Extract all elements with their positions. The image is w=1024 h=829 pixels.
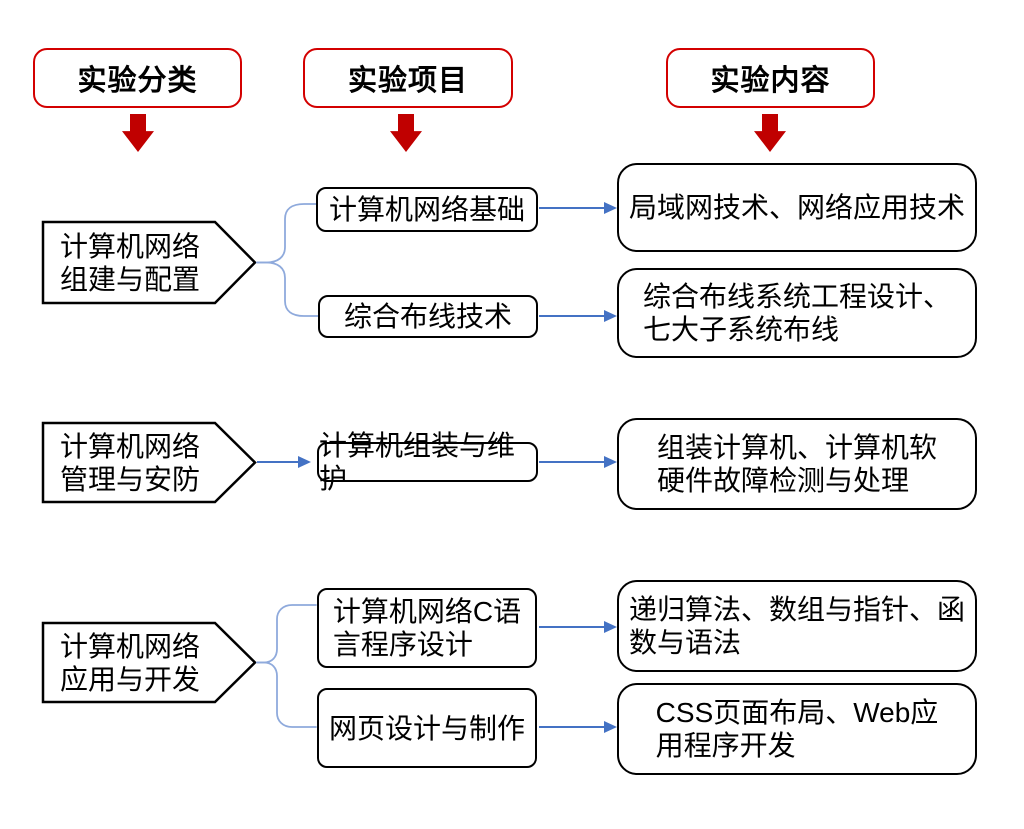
content-box-css-web: CSS页面布局、Web应 用程序开发 xyxy=(617,683,977,775)
project-box-web-design: 网页设计与制作 xyxy=(317,688,537,768)
category-label: 计算机网络 应用与开发 xyxy=(59,630,200,695)
content-box-lan-tech: 局域网技术、网络应用技术 xyxy=(617,163,977,252)
right-arrow-icon xyxy=(539,721,617,733)
project-box-label: 计算机网络C语 言程序设计 xyxy=(332,596,522,660)
category-pentagon-shape xyxy=(41,220,257,305)
right-arrow-icon xyxy=(539,621,617,633)
project-box-cabling: 综合布线技术 xyxy=(318,295,538,338)
content-box-text: 综合布线系统工程设计、 七大子系统布线 xyxy=(642,281,951,345)
project-box-c-programming: 计算机网络C语 言程序设计 xyxy=(317,588,537,668)
header-experiment-content: 实验内容 xyxy=(666,48,875,108)
project-box-label: 计算机组装与维护 xyxy=(319,430,516,494)
project-box-label: 网页设计与制作 xyxy=(328,712,525,744)
project-box-network-basics: 计算机网络基础 xyxy=(316,187,538,232)
content-box-text: 递归算法、数组与指针、函 数与语法 xyxy=(628,594,965,658)
category-pentagon-shape xyxy=(41,621,257,704)
category-pentagon-row2: 计算机网络 管理与安防 xyxy=(43,423,255,502)
header-experiment-project: 实验项目 xyxy=(303,48,513,108)
header-label: 实验内容 xyxy=(710,65,831,97)
content-box-cabling-systems: 综合布线系统工程设计、 七大子系统布线 xyxy=(617,268,977,358)
category-pentagon-row1: 计算机网络 组建与配置 xyxy=(43,222,255,303)
header-label: 实验分类 xyxy=(77,65,198,97)
content-box-assembly-troubleshooting: 组装计算机、计算机软 硬件故障检测与处理 xyxy=(617,418,977,510)
right-arrow-icon xyxy=(539,202,617,214)
brace-connector-icon xyxy=(256,604,317,728)
category-pentagon-row3: 计算机网络 应用与开发 xyxy=(43,623,255,702)
content-box-text: 局域网技术、网络应用技术 xyxy=(628,192,965,223)
category-label: 计算机网络 管理与安防 xyxy=(59,430,200,495)
header-label: 实验项目 xyxy=(347,65,468,97)
content-box-algorithms: 递归算法、数组与指针、函 数与语法 xyxy=(617,580,977,672)
project-box-label: 综合布线技术 xyxy=(343,301,512,332)
project-box-assembly-maintenance: 计算机组装与维护 xyxy=(317,430,538,494)
project-box-label: 计算机网络基础 xyxy=(328,194,525,225)
category-pentagon-shape xyxy=(41,421,257,504)
content-box-text: CSS页面布局、Web应 用程序开发 xyxy=(655,697,939,761)
content-box-text: 组装计算机、计算机软 硬件故障检测与处理 xyxy=(656,432,937,496)
category-label: 计算机网络 组建与配置 xyxy=(59,230,200,295)
right-arrow-icon xyxy=(257,456,311,468)
right-arrow-icon xyxy=(539,310,617,322)
header-experiment-category: 实验分类 xyxy=(33,48,242,108)
right-arrow-icon xyxy=(539,456,617,468)
brace-connector-icon xyxy=(256,203,319,317)
